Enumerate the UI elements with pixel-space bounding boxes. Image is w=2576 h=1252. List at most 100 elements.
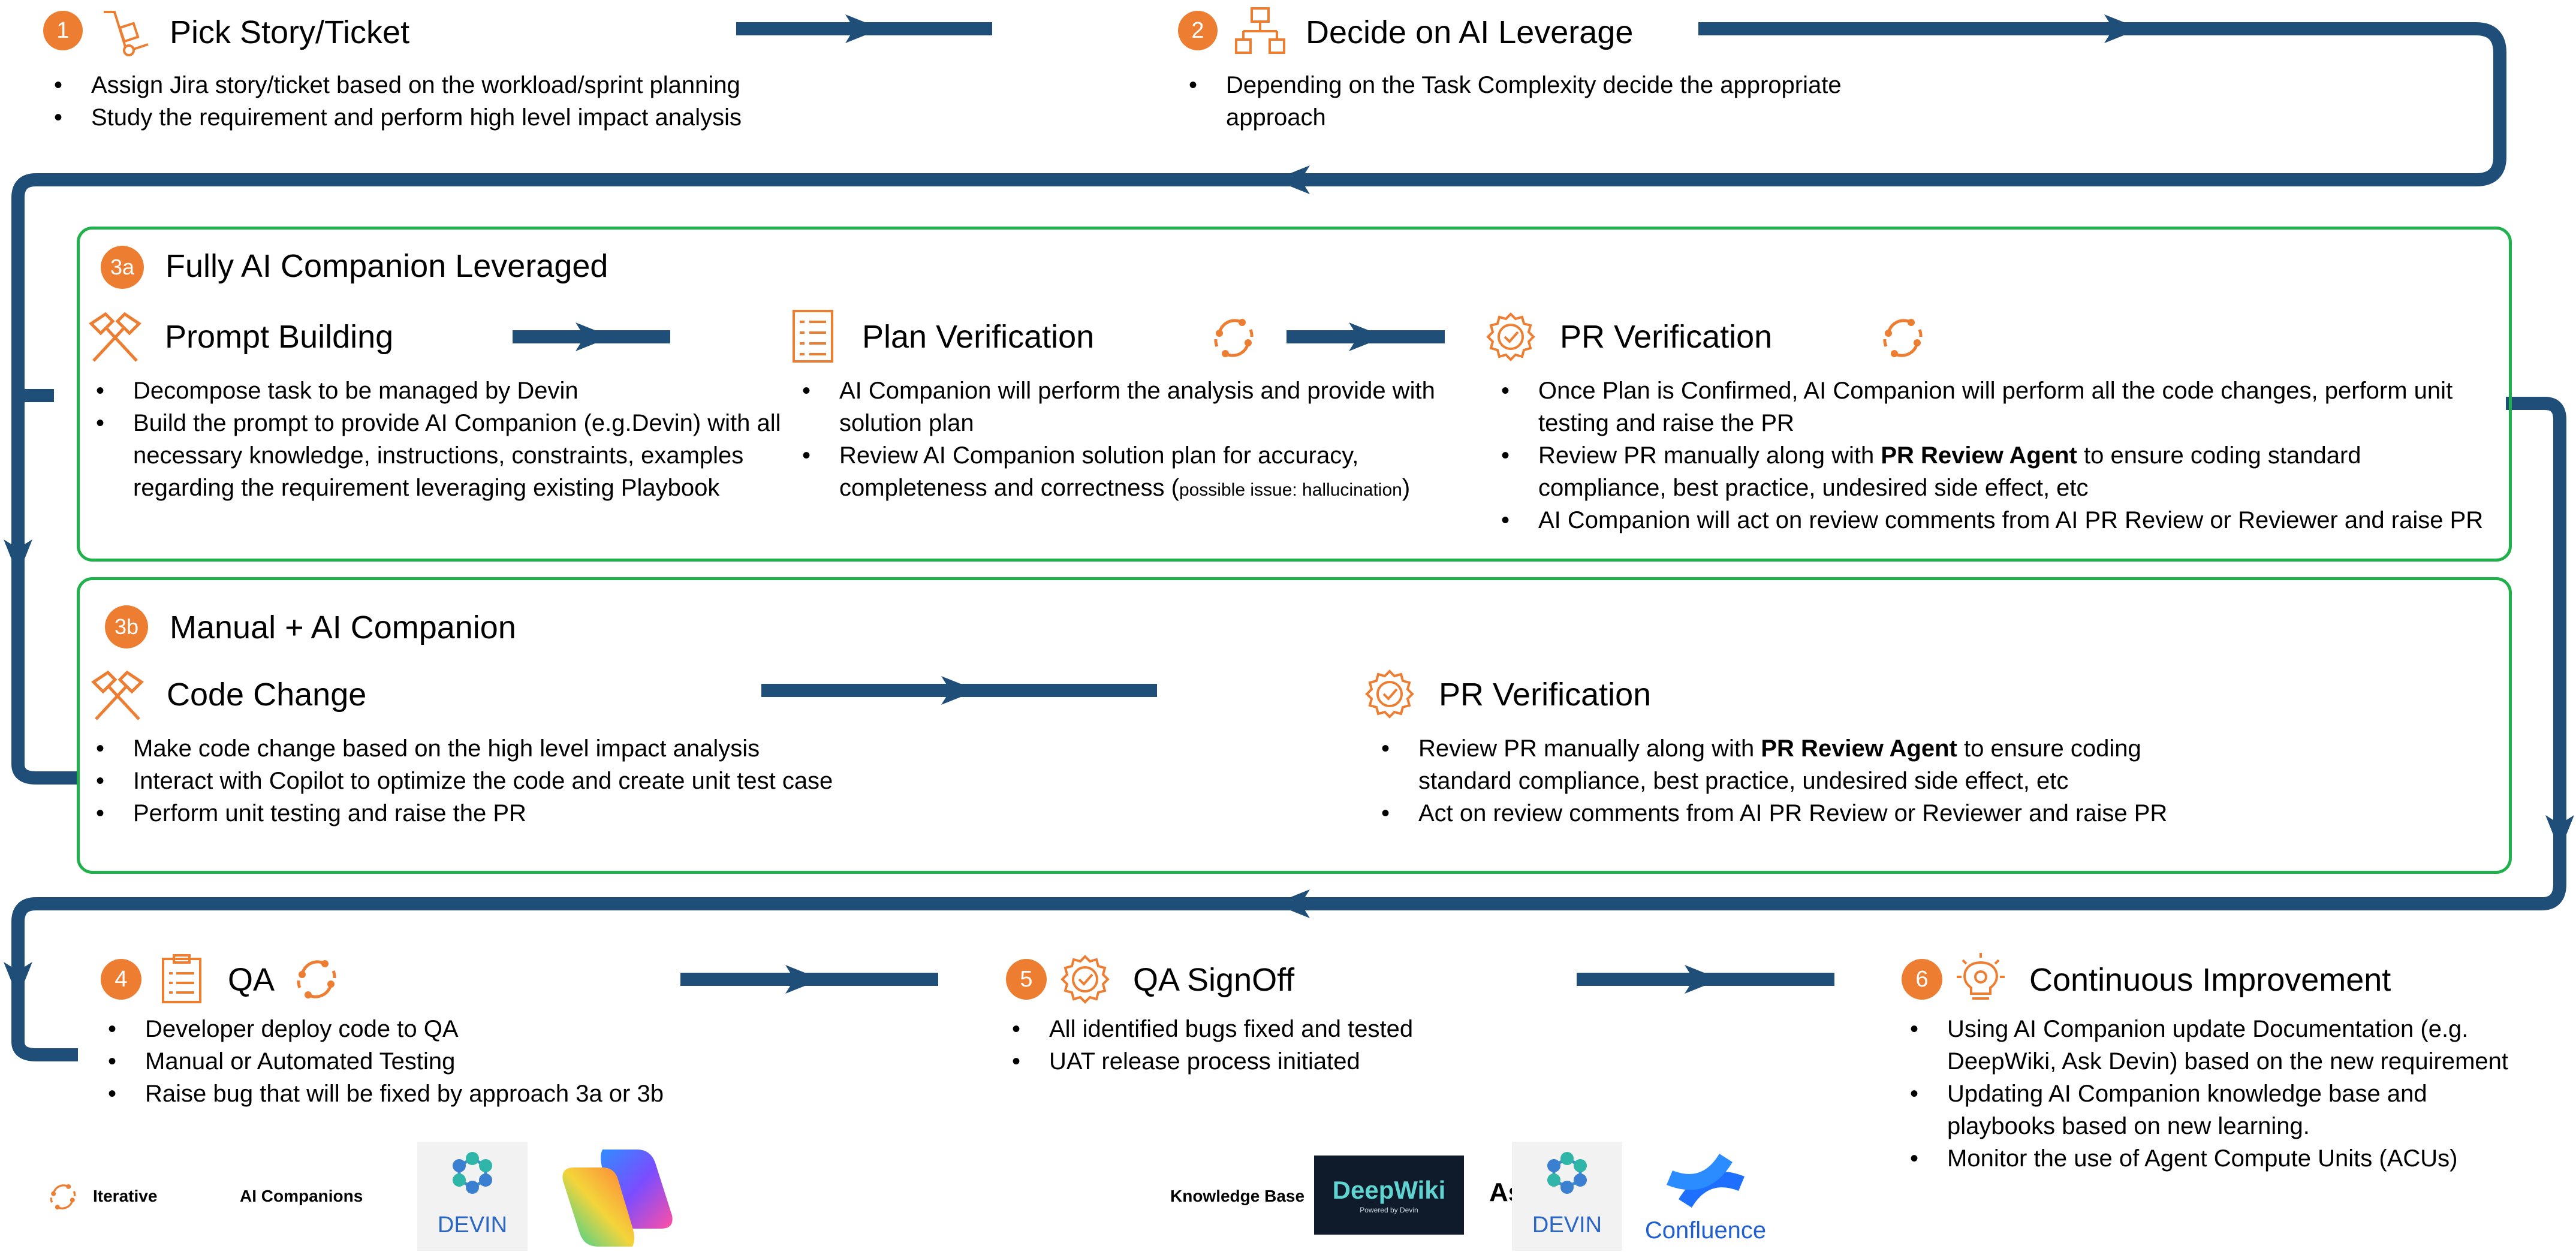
step-4-badge: 4 (101, 959, 141, 1000)
pr-review-agent-label: PR Review Agent (1881, 442, 2077, 469)
clipboard-icon (162, 954, 201, 1003)
legend-knowledge-base: Knowledge Base (1170, 1187, 1305, 1205)
pr-verification-3b-bullets: Review PR manually along with PR Review … (1376, 732, 2240, 829)
devin-logo: DEVIN (417, 1142, 528, 1251)
list-item: Using AI Companion update Documentation … (1905, 1013, 2511, 1078)
list-item: Build the prompt to provide AI Companion… (91, 407, 799, 504)
devin-logo-text: DEVIN (437, 1212, 508, 1238)
step-2-bullets: Depending on the Task Complexity decide … (1184, 69, 1921, 134)
list-item: Interact with Copilot to optimize the co… (91, 765, 1050, 797)
confluence-mark-icon (1667, 1154, 1745, 1208)
pr-review-pre: Review PR manually along with (1418, 735, 1761, 762)
arrow-head (2545, 815, 2574, 851)
org-chart-icon (1235, 7, 1285, 54)
devin-logo: DEVIN (1512, 1142, 1622, 1251)
list-item: UAT release process initiated (1007, 1045, 1607, 1078)
badge-check-icon (1365, 669, 1414, 719)
list-item: Developer deploy code to QA (103, 1013, 882, 1045)
hand-truck-icon (104, 11, 149, 56)
lightbulb-gear-icon (1957, 953, 2005, 1000)
hallucination-note: possible issue: hallucination (1179, 480, 1402, 500)
badge-check-icon (1486, 312, 1535, 361)
hammer-icon (89, 312, 141, 362)
arrow-head (785, 965, 821, 994)
list-item: Act on review comments from AI PR Review… (1376, 797, 2240, 829)
approach-3b-box (77, 577, 2512, 874)
checklist-icon (793, 310, 833, 363)
arrow-head (1274, 165, 1310, 194)
deepwiki-logo-text: DeepWiki (1332, 1176, 1446, 1204)
list-item: Make code change based on the high level… (91, 732, 1050, 765)
code-change-bullets: Make code change based on the high level… (91, 732, 1050, 829)
step-5-bullets: All identified bugs fixed and tested UAT… (1007, 1013, 1607, 1078)
pr-verification-3a-title: PR Verification (1560, 319, 1773, 355)
copilot-logo-icon (562, 1150, 673, 1247)
step-6-title: Continuous Improvement (2029, 962, 2391, 998)
step-5-badge: 5 (1006, 959, 1047, 1000)
list-item: Manual or Automated Testing (103, 1045, 882, 1078)
step-4-bullets: Developer deploy code to QA Manual or Au… (103, 1013, 882, 1110)
step-1-bullets: Assign Jira story/ticket based on the wo… (49, 69, 828, 134)
legend-iterative: Iterative (93, 1187, 158, 1205)
pr-review-agent-label: PR Review Agent (1761, 735, 1957, 762)
hammer-icon (91, 670, 144, 720)
list-item: Review AI Companion solution plan for ac… (797, 439, 1457, 506)
plan-verification-title: Plan Verification (862, 319, 1095, 355)
plan-review-text: Review AI Companion solution plan for ac… (839, 442, 1359, 501)
plan-verification-bullets: AI Companion will perform the analysis a… (797, 375, 1457, 506)
code-change-title: Code Change (167, 677, 367, 713)
arrow-head (2104, 14, 2140, 43)
confluence-logo: Confluence (1637, 1142, 1774, 1251)
list-item: Review PR manually along with PR Review … (1496, 439, 2491, 504)
list-item: AI Companion will act on review comments… (1496, 504, 2491, 536)
iterative-cycle-icon (1883, 319, 1923, 357)
step-1-title: Pick Story/Ticket (170, 14, 410, 50)
list-item: Decompose task to be managed by Devin (91, 375, 799, 407)
step-1-badge: 1 (43, 11, 83, 50)
pr-review-pre: Review PR manually along with (1538, 442, 1881, 469)
arrow-head (4, 962, 32, 998)
arrow-head (4, 539, 32, 575)
arrow-head (941, 676, 977, 705)
arrow-head (1274, 889, 1310, 918)
prompt-building-title: Prompt Building (165, 319, 394, 355)
step-2-title: Decide on AI Leverage (1306, 14, 1634, 50)
deepwiki-logo-subtext: Powered by Devin (1360, 1206, 1418, 1214)
step-2-badge: 2 (1178, 11, 1218, 50)
step-6-bullets: Using AI Companion update Documentation … (1905, 1013, 2511, 1175)
iterative-cycle-icon (1214, 319, 1254, 357)
list-item: Assign Jira story/ticket based on the wo… (49, 69, 828, 101)
step-6-badge: 6 (1902, 959, 1942, 1000)
list-item: AI Companion will perform the analysis a… (797, 375, 1457, 439)
step-4-title: QA (228, 962, 275, 998)
devin-mark-icon (1547, 1152, 1587, 1194)
confluence-logo-text: Confluence (1644, 1217, 1767, 1244)
list-item: Once Plan is Confirmed, AI Companion wil… (1496, 375, 2491, 439)
arrow-head (1685, 965, 1721, 994)
list-item: Raise bug that will be fixed by approach… (103, 1078, 882, 1110)
arrow-head (1349, 322, 1385, 351)
list-item: Updating AI Companion knowledge base and… (1905, 1078, 2511, 1142)
step-3a-badge: 3a (101, 246, 144, 289)
step-3b-title: Manual + AI Companion (170, 610, 516, 645)
arrow-head (576, 322, 611, 351)
step-3b-badge: 3b (105, 605, 148, 648)
step-3a-title: Fully AI Companion Leveraged (165, 248, 608, 284)
list-item: Study the requirement and perform high l… (49, 101, 828, 134)
flow-line-2-return (11, 22, 2506, 785)
approach-3a-box (77, 227, 2512, 562)
legend-ai-companions: AI Companions (240, 1187, 363, 1205)
list-item: Review PR manually along with PR Review … (1376, 732, 2240, 797)
pr-review-post: to ensure coding standard compliance, be… (1538, 442, 2361, 501)
prompt-building-bullets: Decompose task to be managed by Devin Bu… (91, 375, 799, 504)
arrow-head (845, 14, 881, 43)
pr-review-post: to ensure coding standard compliance, be… (1418, 735, 2141, 794)
list-item: All identified bugs fixed and tested (1007, 1013, 1607, 1045)
closing-paren: ) (1402, 475, 1411, 501)
list-item: Perform unit testing and raise the PR (91, 797, 1050, 829)
devin-logo-text: DEVIN (1532, 1212, 1602, 1238)
pr-verification-3a-bullets: Once Plan is Confirmed, AI Companion wil… (1496, 375, 2491, 536)
badge-check-icon (1060, 955, 1110, 1004)
pr-verification-3b-title: PR Verification (1439, 677, 1652, 713)
